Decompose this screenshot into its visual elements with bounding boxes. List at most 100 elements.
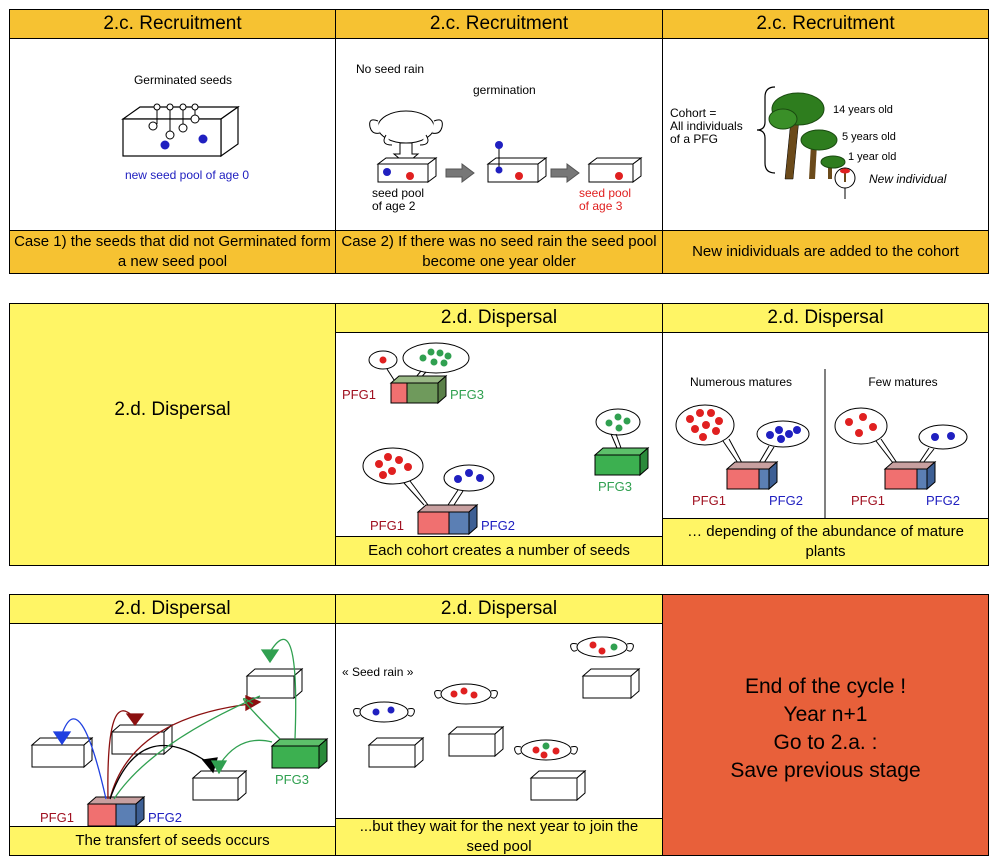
panel-title: 2.d. Dispersal	[10, 595, 335, 624]
recruitment-panel-cohort: 2.c. Recruitment Cohort = All individual…	[662, 9, 989, 274]
seed-bubble-pfg3	[402, 342, 470, 384]
end-cycle-line4: Save previous stage	[730, 759, 921, 782]
dispersal-title-panel: 2.d. Dispersal	[9, 303, 336, 566]
seed-pool-box	[581, 667, 641, 700]
numerous-matures-label: Numerous matures	[690, 375, 792, 389]
panel-title: 2.c. Recruitment	[10, 10, 335, 39]
panel-caption: ...but they wait for the next year to jo…	[336, 818, 662, 855]
seed-transfer-diagram: PFG3 PFG1 PFG2	[30, 638, 329, 828]
pfg3-label: PFG3	[598, 479, 632, 494]
pfg1-label: PFG1	[692, 493, 726, 508]
seed-bubble-pfg1-numerous	[675, 404, 743, 464]
panel-caption: Each cohort creates a number of seeds	[336, 536, 662, 565]
cohort-box-few	[883, 460, 937, 491]
seed-pool-age3-label-line1: seed pool	[579, 186, 631, 200]
new-seed-pool-label: new seed pool of age 0	[125, 168, 249, 182]
cohort-box-pfg3	[593, 446, 650, 477]
seed-blue	[198, 134, 208, 144]
seedling-blue	[495, 141, 503, 149]
cohort-box-numerous	[725, 460, 779, 491]
new-individual-seedling	[834, 167, 856, 199]
cohort-label-line1: Cohort =	[670, 106, 716, 120]
cohort-box-pfg1-pfg2	[86, 795, 146, 828]
brace-icon	[756, 86, 776, 174]
end-cycle-line1: End of the cycle !	[744, 675, 907, 698]
seed-cloud	[570, 636, 634, 658]
germinated-seeds-label: Germinated seeds	[134, 73, 232, 87]
pfg1-label: PFG1	[342, 387, 376, 402]
seed-rain-label: « Seed rain »	[342, 665, 414, 679]
pfg2-label: PFG2	[769, 493, 803, 508]
age-14-label: 14 years old	[833, 104, 893, 116]
tree-5-years	[800, 129, 838, 179]
seed-pool-age2-label-line1: seed pool	[372, 186, 424, 200]
germinated-seeds-diagram: Germinated seeds new seed pool of age 0	[121, 73, 249, 182]
no-seed-rain-label: No seed rain	[356, 62, 424, 76]
seed-pool-age2-box	[376, 157, 438, 183]
recruitment-panel-case2: 2.c. Recruitment No seed rain germinatio…	[335, 9, 663, 274]
seed-red	[515, 172, 523, 180]
seed-cloud	[514, 739, 578, 761]
pfg1-label: PFG1	[370, 518, 404, 533]
seed-bubble-pfg1	[368, 350, 398, 384]
seed-pool-age3-box	[587, 157, 643, 183]
pfg1-label: PFG1	[851, 493, 885, 508]
abundance-diagram: Numerous matures Few matures PFG1 PFG2	[675, 369, 968, 521]
dispersal-arrows	[52, 638, 297, 800]
germination-label: germination	[473, 83, 536, 97]
seed-cloud	[353, 701, 415, 723]
dispersal-seed-rain-panel: 2.d. Dispersal « Seed rain »	[335, 594, 663, 856]
seed-pool-box	[367, 736, 425, 769]
cloud-icon	[369, 110, 443, 146]
seed-bubble-pfg1-large	[362, 447, 429, 506]
cohort-label-line3: of a PFG	[670, 132, 718, 146]
seed-pool-box	[447, 725, 505, 758]
seed-pool-age3-label-line2: of age 3	[579, 199, 623, 213]
end-cycle-line3: Go to 2.a. :	[773, 731, 878, 754]
end-cycle-line2: Year n+1	[783, 703, 868, 726]
seed-cloud	[434, 683, 498, 705]
pfg2-label: PFG2	[926, 493, 960, 508]
germinated-seedlings	[148, 103, 200, 140]
dispersal-abundance-panel: 2.d. Dispersal Numerous matures Few matu…	[662, 303, 989, 566]
seed-bubble-pfg1-few	[834, 407, 898, 464]
seed-pool-age2-label-line2: of age 2	[372, 199, 416, 213]
seed-blue	[495, 166, 503, 174]
cohort-box-pfg1-pfg3	[389, 374, 448, 405]
right-arrow-icon	[550, 163, 580, 183]
cohort-box-pfg3	[270, 737, 329, 770]
seed-bubble-pfg2-numerous	[756, 420, 810, 464]
seed-pool-aging-diagram: No seed rain germination seed pool of ag…	[356, 62, 643, 213]
target-cell-box	[30, 736, 94, 769]
few-matures-label: Few matures	[868, 375, 937, 389]
panel-caption: New inidividuals are added to the cohort	[663, 230, 988, 273]
dispersal-big-label: 2.d. Dispersal	[114, 399, 231, 420]
seed-red	[406, 172, 414, 180]
cohort-box-pfg1-pfg2	[416, 503, 479, 536]
age-5-label: 5 years old	[842, 131, 896, 143]
age-1-label: 1 year old	[848, 151, 896, 163]
target-cell-box	[191, 769, 248, 802]
seed-bubble-pfg3-single	[595, 408, 641, 449]
end-of-cycle-panel: End of the cycle ! Year n+1 Go to 2.a. :…	[662, 594, 989, 856]
right-arrow-icon	[445, 163, 475, 183]
panel-title: 2.d. Dispersal	[336, 304, 662, 333]
cohort-diagram: Cohort = All individuals of a PFG 14 yea…	[670, 86, 947, 199]
panel-caption: … depending of the abundance of mature p…	[663, 518, 988, 565]
recruitment-panel-case1: 2.c. Recruitment Germinated seeds new se…	[9, 9, 336, 274]
seed-rain-diagram: « Seed rain »	[342, 636, 641, 802]
pfg2-label: PFG2	[148, 810, 182, 825]
pfg3-label: PFG3	[450, 387, 484, 402]
panel-caption: The transfert of seeds occurs	[10, 826, 335, 855]
panel-caption: Case 1) the seeds that did not Germinate…	[10, 230, 335, 273]
panel-title: 2.d. Dispersal	[663, 304, 988, 333]
tree-1-year	[820, 155, 846, 179]
pfg3-label: PFG3	[275, 772, 309, 787]
cohort-label-line2: All individuals	[670, 119, 743, 133]
new-individual-label: New individual	[869, 172, 947, 186]
pfg1-label: PFG1	[40, 810, 74, 825]
panel-caption: Case 2) If there was no seed rain the se…	[336, 230, 662, 273]
seed-blue	[383, 168, 391, 176]
seed-production-diagram: PFG1 PFG3 PFG3	[342, 342, 650, 536]
panel-title: 2.d. Dispersal	[336, 595, 662, 624]
